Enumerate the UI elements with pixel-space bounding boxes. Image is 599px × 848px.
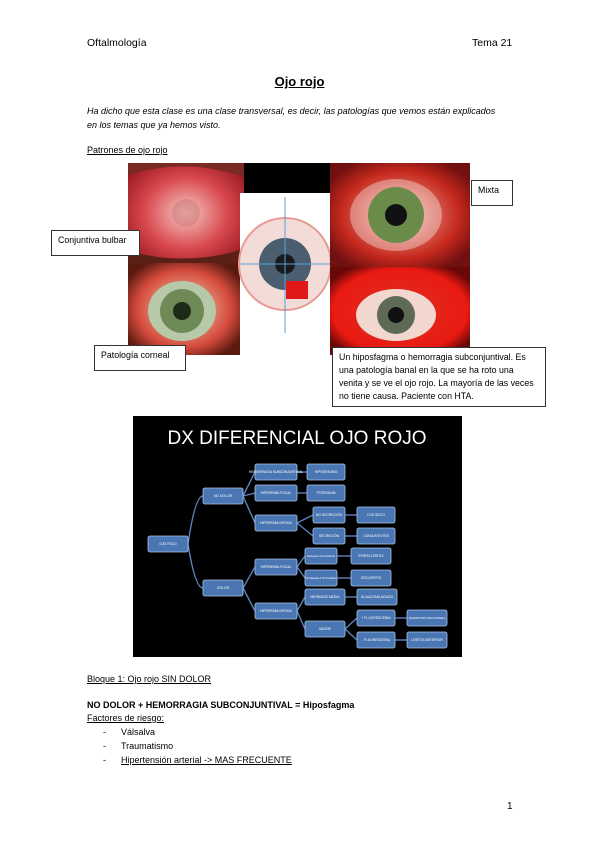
header-left: Oftalmología: [87, 37, 147, 49]
risk-item: - Hipertensión arterial -> MAS FRECUENTE: [103, 754, 292, 767]
node-escleritis: [350, 569, 392, 587]
node-queratitis: [406, 609, 448, 627]
risk-item-label: Traumatismo: [121, 741, 174, 751]
node-epiescleritis: [350, 547, 392, 565]
label-secrecion: SECRECIÓN: [319, 533, 340, 538]
label-blanquea-no: No blanquea 1:1% fenilefrina: [306, 577, 337, 580]
callout-patologia-corneal: Patología corneal: [94, 345, 186, 371]
node-miosis: [304, 620, 346, 638]
label-hiposfagma: HIPOSFAGMA: [315, 470, 338, 474]
page-number: 1: [507, 801, 513, 812]
label-hiperemia-difusa-2: HIPEREMIA DIFUSA: [260, 609, 293, 613]
node-hiposfagma: [306, 463, 346, 481]
label-queratitis: QUERATITIS/ÚLCERA CORNEAL: [409, 617, 446, 620]
node-no-secrecion: [312, 506, 346, 524]
node-hiperemia-focal-2: [254, 558, 298, 576]
label-escleritis: ESCLERITIS: [361, 576, 382, 580]
label-miosis: MIOSIS: [319, 627, 332, 631]
label-uveitis: UVEÍTIS ANTERIOR: [411, 638, 443, 642]
label-fluoresceina-neg: - FLUORESCEÍNA: [362, 638, 391, 642]
node-midriasis-media: [304, 588, 346, 606]
node-root: [147, 535, 189, 553]
label-pterigium: PTERIGIUM: [317, 491, 336, 495]
red-eye-photo-collage: [128, 163, 470, 355]
label-hemorragia: HEMORRAGIA SUBCONJUNTIVAL: [249, 470, 303, 474]
label-conjuntivitis: CONJUNTIVITIS: [363, 534, 389, 538]
node-hiperemia-focal-1: [254, 484, 298, 502]
dx-diagram-svg: DX DIFERENCIAL OJO ROJO: [147, 428, 448, 649]
node-blanquea-si: [304, 547, 338, 565]
label-midriasis-media: MIDRIASIS MEDIA: [310, 595, 340, 599]
header-right: Tema 21: [472, 37, 513, 49]
list-bullet: -: [103, 727, 106, 737]
dx-node-labels: OJO ROJO NO DOLOR DOLOR HEMORRAGIA SUBCO…: [159, 470, 446, 642]
node-hiperemia-difusa-2: [254, 602, 298, 620]
node-blanquea-no: [304, 569, 338, 587]
label-blanquea-si: Blanquea 1:1% fenilefrina: [307, 555, 335, 558]
node-secrecion: [312, 527, 346, 545]
label-hiperemia-focal-1: HIPEREMIA FOCAL: [261, 491, 292, 495]
node-fluoresceina-neg: [356, 631, 396, 649]
label-hiperemia-difusa-1: HIPEREMIA DIFUSA: [260, 521, 293, 525]
label-no-secrecion: NO SECRECIÓN: [316, 512, 343, 517]
callout-hiposfagma: Un hiposfagma o hemorragia subconjuntiva…: [332, 347, 546, 407]
label-dolor: DOLOR: [217, 586, 230, 590]
block1-equation: NO DOLOR + HEMORRAGIA SUBCONJUNTIVAL = H…: [87, 700, 355, 710]
risk-item: - Traumatismo: [103, 740, 173, 753]
page-title: Ojo rojo: [274, 74, 325, 89]
callout-conjuntiva-bulbar: Conjuntiva bulbar: [51, 230, 140, 256]
node-conjuntivitis: [356, 527, 396, 545]
dx-connectors: [187, 471, 407, 641]
risk-factors-heading: Factores de riesgo:: [87, 713, 165, 723]
node-ojo-seco: [356, 506, 396, 524]
label-fluoresceina-pos: + FLUORESCEÍNA: [361, 616, 391, 620]
list-bullet: -: [103, 755, 106, 765]
node-uveitis: [406, 631, 448, 649]
label-glaucoma: GLAUCOMA AGUDO: [361, 595, 394, 599]
node-dolor: [202, 579, 244, 597]
intro-paragraph: Ha dicho que esta clase es una clase tra…: [87, 106, 496, 130]
risk-item-label: Hipertensión arterial -> MAS FRECUENTE: [121, 755, 292, 765]
label-root: OJO ROJO: [159, 542, 177, 546]
dx-diagram-slide: DX DIFERENCIAL OJO ROJO: [133, 416, 462, 657]
callout-mixta: Mixta: [471, 180, 513, 206]
node-glaucoma: [356, 588, 398, 606]
node-no-dolor: [202, 487, 244, 505]
risk-item-label: Válsalva: [121, 727, 156, 737]
label-ojo-seco: OJO SECO: [367, 513, 385, 517]
node-pterigium: [306, 484, 346, 502]
list-bullet: -: [103, 741, 106, 751]
risk-item: - Válsalva: [103, 726, 155, 739]
node-fluoresceina-pos: [356, 609, 396, 627]
node-hemorragia: [254, 463, 298, 481]
node-hiperemia-difusa-1: [254, 514, 298, 532]
block1-heading: Bloque 1: Ojo rojo SIN DOLOR: [87, 674, 212, 684]
dx-title: DX DIFERENCIAL OJO ROJO: [168, 428, 427, 449]
label-no-dolor: NO DOLOR: [214, 494, 233, 498]
eye-photos-illustration: [128, 163, 470, 355]
label-hiperemia-focal-2: HIPEREMIA FOCAL: [261, 565, 292, 569]
dx-nodes: [147, 463, 448, 649]
label-epiescleritis: EPIESCLERITIS: [358, 554, 384, 558]
patterns-heading: Patrones de ojo rojo: [87, 145, 168, 155]
